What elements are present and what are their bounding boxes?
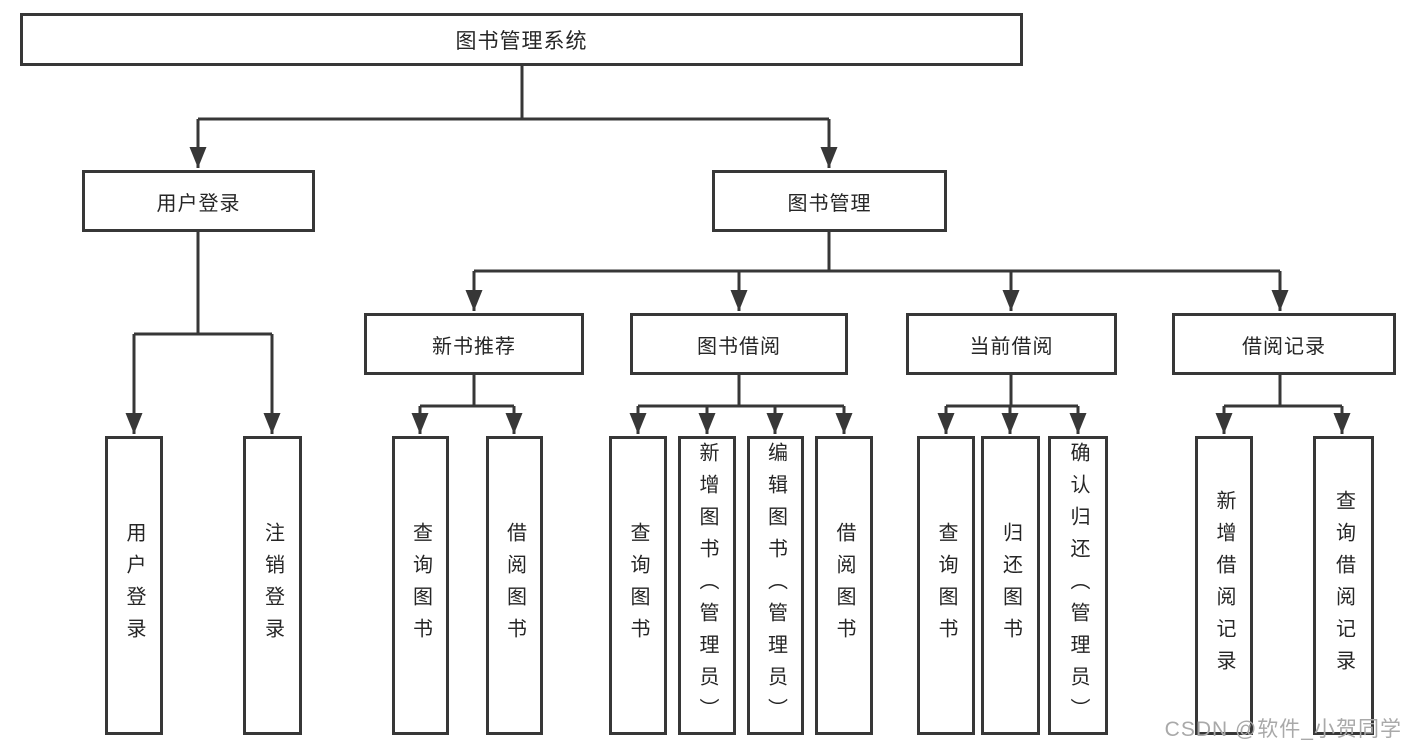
node-library-management-system: 图书管理系统 — [20, 13, 1023, 66]
leaf-confirm-return-admin: 确认归还（管理员） — [1048, 436, 1108, 735]
leaf-return-book: 归还图书 — [981, 436, 1040, 735]
connector-current-borrow-children — [937, 375, 1087, 434]
node-book-management: 图书管理 — [712, 170, 947, 232]
leaf-query-book-borrow: 查询图书 — [609, 436, 667, 735]
leaf-query-book-recommend: 查询图书 — [392, 436, 449, 735]
connector-borrow-records-children — [1215, 375, 1351, 434]
connector-book-management-children — [465, 232, 1289, 311]
leaf-add-borrow-record: 新增借阅记录 — [1195, 436, 1253, 735]
leaf-borrow-book: 借阅图书 — [815, 436, 873, 735]
leaf-query-book-current: 查询图书 — [917, 436, 975, 735]
node-new-book-recommend: 新书推荐 — [364, 313, 584, 375]
node-borrow-records: 借阅记录 — [1172, 313, 1396, 375]
node-book-borrow: 图书借阅 — [630, 313, 848, 375]
connector-root-to-level2 — [189, 66, 838, 168]
csdn-watermark: CSDN @软件_小贺同学 — [1164, 718, 1402, 741]
connector-new-book-children — [411, 375, 523, 434]
leaf-query-borrow-record: 查询借阅记录 — [1313, 436, 1374, 735]
node-user-login: 用户登录 — [82, 170, 315, 232]
node-current-borrow: 当前借阅 — [906, 313, 1117, 375]
connector-book-borrow-children — [629, 375, 853, 434]
leaf-add-book-admin: 新增图书（管理员） — [678, 436, 736, 735]
leaf-edit-book-admin: 编辑图书（管理员） — [747, 436, 804, 735]
leaf-logout: 注销登录 — [243, 436, 302, 735]
leaf-user-login: 用户登录 — [105, 436, 163, 735]
leaf-borrow-book-recommend: 借阅图书 — [486, 436, 543, 735]
connector-user-login-children — [125, 232, 281, 434]
